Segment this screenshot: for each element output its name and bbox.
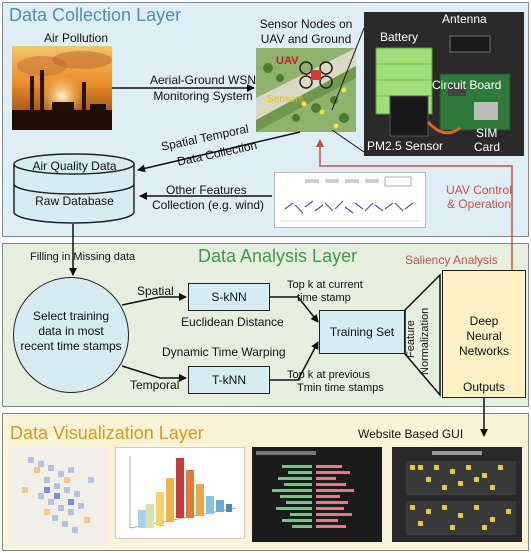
topk-current-line2: time stamp — [297, 292, 351, 304]
callout-line-bottom — [331, 129, 365, 153]
air-quality-data-label: Air Quality Data — [32, 159, 117, 173]
wind-data-screenshot — [274, 172, 426, 228]
other-features-line2: Collection (e.g. wind) — [152, 198, 265, 212]
select-training-line3: recent time stamps — [20, 339, 122, 353]
outputs-label: Outputs — [462, 380, 506, 394]
arrow-sknn-to-training — [270, 296, 319, 323]
t-knn-box: T-kNN — [188, 366, 270, 394]
filling-missing-label: Filling in Missing data — [30, 251, 136, 263]
other-features-line1: Other Features — [166, 183, 247, 197]
collection-layer-title: Data Collection Layer — [9, 5, 182, 25]
analysis-layer-title: Data Analysis Layer — [198, 246, 358, 266]
euclidean-label: Euclidean Distance — [181, 315, 284, 329]
battery-label: Battery — [380, 30, 419, 44]
dnn-line3: Networks — [458, 344, 509, 358]
dnn-line1: Deep — [469, 314, 499, 328]
sensor-hardware-photo — [364, 12, 524, 156]
sensors-label: Sensors — [267, 94, 304, 105]
topk-current-line1: Top k at current — [287, 279, 363, 291]
uav-label: UAV — [276, 55, 299, 67]
circuit-board-label: Circuit Board — [432, 78, 502, 92]
raw-database-label: Raw Database — [35, 194, 114, 208]
normalization-shape — [404, 273, 441, 398]
spatial-label: Spatial — [137, 284, 174, 298]
temporal-label: Temporal — [130, 378, 180, 392]
arrow-to-sknn — [121, 293, 187, 306]
map-visualization-thumbnail — [8, 447, 108, 545]
antenna-label: Antenna — [442, 12, 487, 26]
dnn-line2: Neural — [466, 329, 502, 343]
wsn-label-line2: Monitoring System — [153, 89, 253, 103]
topk-previous-line2: Tmin time stamps — [297, 382, 384, 394]
callout-line-top — [331, 27, 365, 111]
topk-previous-line1: Top k at previous — [287, 369, 371, 381]
calendar-visualization-thumbnail — [392, 447, 522, 542]
sim-label-line1: SIM — [476, 126, 498, 140]
uav-control-line1: UAV Control — [446, 183, 512, 197]
sim-label-line2: Card — [474, 140, 501, 154]
dnn-box — [442, 270, 526, 398]
sensor-nodes-line2: UAV and Ground — [260, 32, 352, 46]
saliency-analysis-label: Saliency Analysis — [405, 253, 498, 267]
wsn-label-line1: Aerial-Ground WSN — [149, 73, 257, 87]
visualization-layer-title: Data Visualization Layer — [10, 423, 204, 443]
select-training-line2: data in most — [38, 324, 104, 338]
dtw-label: Dynamic Time Warping — [162, 345, 286, 359]
pm25-sensor-label: PM2.5 Sensor — [367, 139, 444, 153]
arrow-uav-control — [316, 139, 513, 270]
arrow-spatial-collection — [137, 131, 301, 173]
training-set-box: Training Set — [319, 310, 405, 354]
air-pollution-label: Air Pollution — [44, 31, 109, 45]
sensor-nodes-line1: Sensor Nodes on — [259, 17, 353, 31]
arrow-tknn-to-training — [270, 341, 319, 381]
select-training-circle — [13, 277, 129, 393]
bar-visualization-thumbnail — [115, 447, 245, 539]
raw-database-cylinder — [13, 153, 135, 224]
s-knn-box: S-kNN — [188, 283, 270, 311]
dashboard-visualization-thumbnail — [252, 447, 382, 542]
website-gui-label: Website Based GUI — [358, 427, 464, 441]
arrow-to-tknn — [121, 365, 187, 382]
uav-control-line2: & Operation — [446, 197, 512, 211]
select-training-line1: Select training — [32, 309, 110, 323]
air-pollution-photo — [12, 46, 112, 130]
